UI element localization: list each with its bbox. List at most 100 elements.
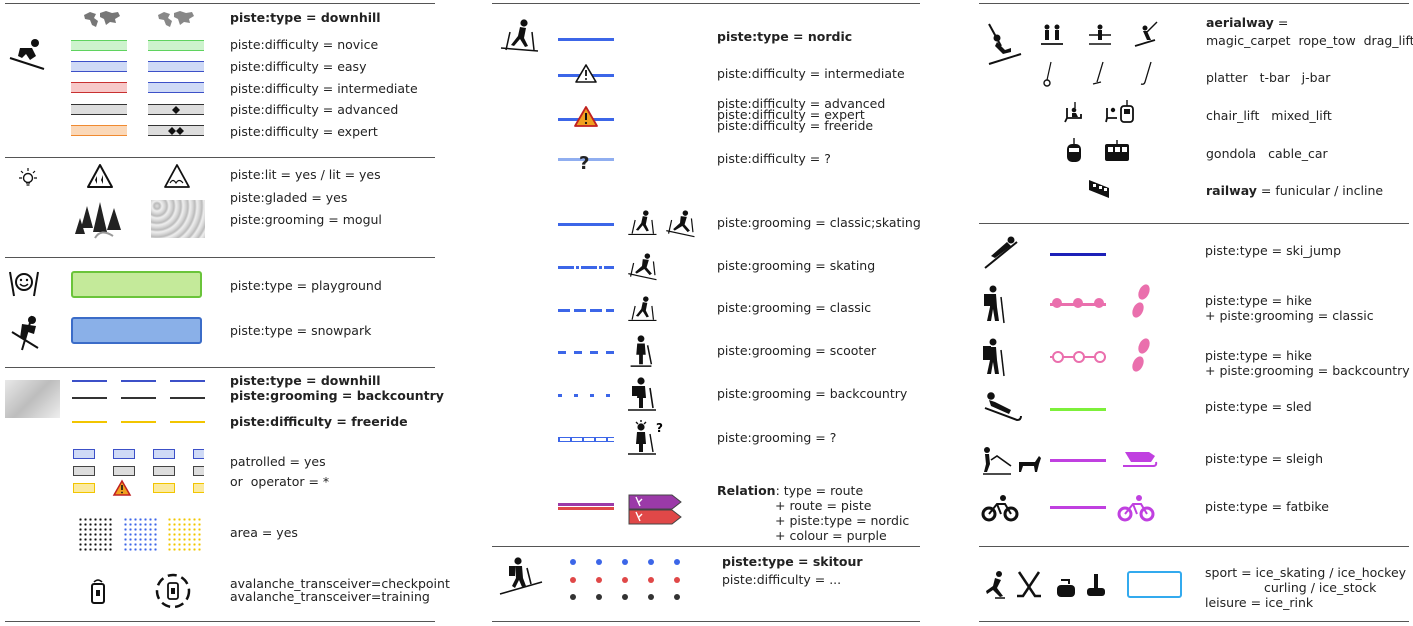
divider [979, 223, 1409, 224]
playground-area [71, 271, 202, 298]
relation-head: Relation [717, 483, 776, 498]
nordic-line [558, 38, 614, 41]
grooming-classic-skating-label: piste:grooming = classic;skating [717, 215, 921, 230]
expert-label: piste:difficulty = expert [230, 124, 378, 139]
skating-line [558, 266, 614, 269]
funicular-icon [1089, 180, 1109, 198]
footprints-icon [1132, 284, 1150, 318]
sleigh-icon [1123, 452, 1158, 467]
intermediate-band [148, 82, 204, 93]
skitour-dot [570, 594, 576, 600]
right-column: aerialway = magic_carpet rope_tow drag_l… [975, 0, 1413, 626]
danger-warning-icon [112, 479, 132, 496]
light-bulb-icon [19, 168, 37, 186]
downhill-type-label: piste:type = downhill [230, 10, 381, 25]
intermediate-band [71, 82, 127, 93]
danger-warning-icon [574, 106, 598, 127]
hiker-icon [984, 285, 1005, 324]
question-mark-icon: ? [579, 153, 590, 174]
aerialway-head: aerialway [1206, 15, 1274, 30]
sport-label-2: curling / ice_stock [1264, 580, 1377, 595]
sleigh-label: piste:type = sleigh [1205, 451, 1324, 466]
transceiver-checkpoint-icon [91, 579, 105, 604]
backcountry-line2: piste:grooming = backcountry [230, 388, 444, 403]
gondola-icon [1067, 138, 1081, 162]
patrolled-box [153, 466, 175, 476]
transceiver-training-icon [155, 573, 191, 609]
ski-jump-label: piste:type = ski_jump [1205, 243, 1342, 258]
aerialway-eq: = [1273, 15, 1289, 30]
route-sign-purple [628, 494, 682, 510]
divider [5, 157, 435, 158]
downhill-line [170, 380, 205, 382]
sled-line [1050, 408, 1106, 411]
divider [5, 3, 435, 4]
snowpark-label: piste:type = snowpark [230, 323, 372, 338]
forest-image [73, 198, 127, 239]
divider [5, 621, 435, 622]
grooming-skating-label: piste:grooming = skating [717, 258, 876, 273]
grooming-scooter-label: piste:grooming = scooter [717, 343, 877, 358]
ice-rink-area [1127, 571, 1182, 598]
unknown-skier-icon: ? [628, 420, 663, 455]
grooming-unknown-label: piste:grooming = ? [717, 430, 837, 445]
nordic-skier-icon [628, 210, 657, 236]
sled-label: piste:type = sled [1205, 399, 1312, 414]
railway-rest: = funicular / incline [1256, 183, 1384, 198]
curling-stone-icon [1057, 579, 1075, 597]
intermediate-label: piste:difficulty = intermediate [230, 81, 418, 96]
easy-band [148, 61, 204, 72]
downhill-line [72, 380, 107, 382]
skating-skier-icon [628, 253, 657, 281]
relation-line3: + piste:type = nordic [775, 513, 910, 528]
skitour-dot [596, 594, 602, 600]
gladed-warning-icon [87, 164, 113, 188]
rope-tow-icon [1089, 24, 1111, 45]
area-dots-blue [123, 517, 157, 551]
j-bar-icon [1140, 61, 1152, 85]
advanced-band [71, 104, 127, 115]
ski-jump-line [1050, 253, 1106, 256]
ice-stock-icon [1087, 574, 1105, 596]
chair-label: chair_lift mixed_lift [1206, 108, 1332, 123]
downhill-skier-icon [9, 39, 45, 70]
novice-band [71, 40, 127, 51]
downhill-line [72, 397, 107, 399]
railway-line: railway = funicular / incline [1206, 184, 1383, 198]
patrolled-box [193, 449, 204, 459]
divider [979, 546, 1409, 547]
backcountry-snow-image [5, 380, 60, 418]
double-diamond-icon [168, 127, 184, 135]
relation-purple-line [558, 503, 614, 506]
backcountry-line [558, 394, 614, 397]
freeride-line [72, 421, 107, 423]
fatbike-label: piste:type = fatbike [1205, 499, 1329, 514]
playground-label: piste:type = playground [230, 278, 382, 293]
hike-dot [1052, 298, 1062, 308]
patrolled-label: patrolled = yes [230, 454, 326, 469]
sleigh-line [1050, 459, 1106, 462]
backcountry-line3: piste:difficulty = freeride [230, 414, 408, 429]
nordic-unknown-line [558, 158, 614, 161]
backcountry-hiker-icon [983, 338, 1005, 377]
nordic-intermediate-label: piste:difficulty = intermediate [717, 66, 905, 81]
fatbike-icon-purple [1117, 495, 1155, 522]
gladed-label: piste:gladed = yes [230, 190, 348, 205]
avalanche-training-label: avalanche_transceiver=training [230, 589, 430, 604]
hike-classic-grooming-label: + piste:grooming = classic [1205, 308, 1374, 323]
divider [492, 621, 920, 622]
patrolled-box [153, 483, 175, 493]
hike-classic-type-label: piste:type = hike [1205, 293, 1312, 308]
nordic-unknown-label: piste:difficulty = ? [717, 151, 831, 166]
area-label: area = yes [230, 525, 298, 540]
divider [979, 621, 1409, 622]
fatbike-line [1050, 506, 1106, 509]
expert-band [148, 125, 204, 136]
backcountry-skier-icon [628, 377, 656, 411]
freeride-line [121, 421, 156, 423]
nordic-label: piste:type = nordic [717, 29, 853, 44]
hike-backcountry-type-label: piste:type = hike [1205, 348, 1312, 363]
skitour-dot [648, 594, 654, 600]
skitour-label: piste:type = skitour [722, 554, 863, 569]
relation-line2: + route = piste [775, 498, 872, 513]
